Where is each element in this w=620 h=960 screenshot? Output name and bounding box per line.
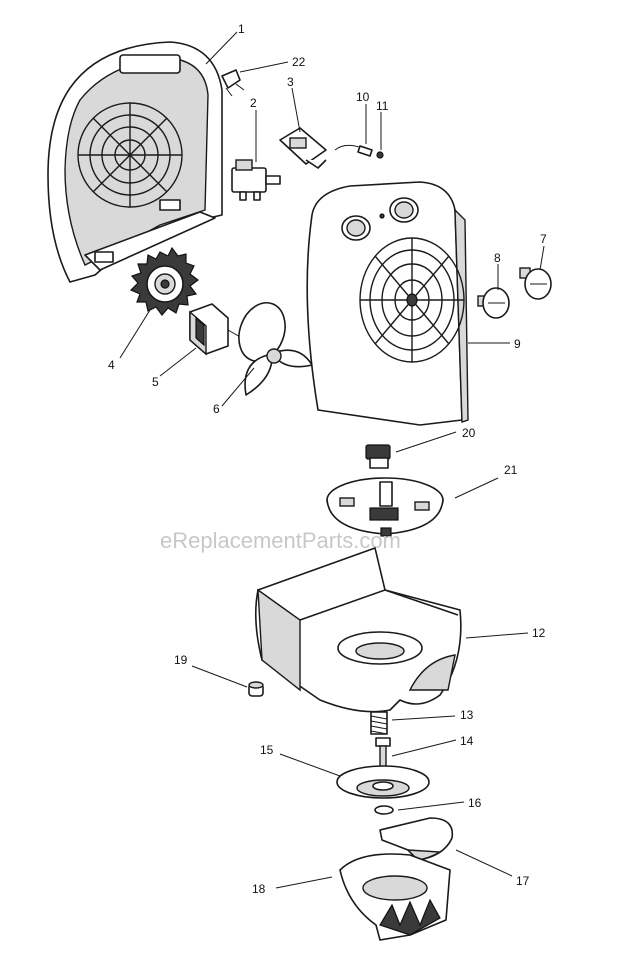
part-14-bolt <box>375 737 391 769</box>
callout-16: 16 <box>468 796 482 810</box>
part-13-spring <box>370 711 388 735</box>
callout-4: 4 <box>108 358 115 372</box>
part-3-thermostat <box>279 127 327 169</box>
callout-12: 12 <box>532 626 546 640</box>
part-10-thermal-fuse <box>334 144 373 157</box>
watermark-text: eReplacementParts.com <box>160 528 401 553</box>
callout-20: 20 <box>462 426 476 440</box>
callout-9: 9 <box>514 337 521 351</box>
part-4-gear <box>129 246 199 316</box>
callout-6: 6 <box>213 402 220 416</box>
part-5-motor <box>189 303 243 356</box>
part-12-base-body <box>254 547 462 713</box>
callout-15: 15 <box>260 743 274 757</box>
part-16-ring <box>374 805 394 815</box>
callout-17: 17 <box>516 874 530 888</box>
callout-3: 3 <box>287 75 294 89</box>
callout-14: 14 <box>460 734 474 748</box>
callout-10: 10 <box>356 90 370 104</box>
part-11-screw <box>376 151 384 159</box>
callout-labels: 1 2 3 4 5 6 7 8 9 10 11 12 13 14 15 16 1… <box>108 22 547 896</box>
callout-11: 11 <box>376 99 389 113</box>
part-22-clip <box>221 69 245 97</box>
part-9-front-housing <box>306 181 469 426</box>
part-18-foot <box>339 853 451 941</box>
leader-lines <box>119 31 545 889</box>
callout-19: 19 <box>174 653 188 667</box>
part-20-terminal <box>365 444 391 469</box>
callout-5: 5 <box>152 375 159 389</box>
callout-2: 2 <box>250 96 257 110</box>
part-7-knob <box>519 267 552 300</box>
callout-18: 18 <box>252 882 266 896</box>
callout-13: 13 <box>460 708 474 722</box>
part-21-base-plate <box>326 477 444 537</box>
callout-7: 7 <box>540 232 547 246</box>
callout-1: 1 <box>238 22 245 36</box>
callout-8: 8 <box>494 251 501 265</box>
part-15-dish <box>336 765 430 799</box>
callout-21: 21 <box>504 463 518 477</box>
part-19-cap <box>248 681 264 697</box>
part-8-knob <box>477 287 510 319</box>
callout-22: 22 <box>292 55 306 69</box>
part-1-rear-housing <box>47 41 223 283</box>
part-2-switch <box>231 159 281 201</box>
